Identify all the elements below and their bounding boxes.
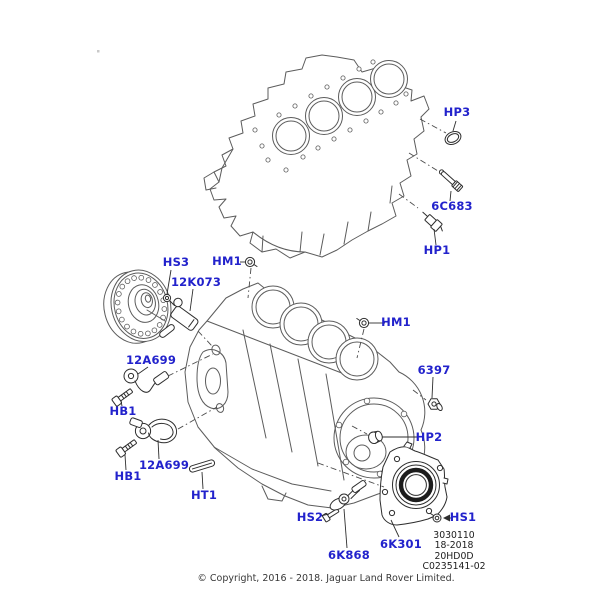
- callout-hs1[interactable]: HS1: [449, 510, 477, 524]
- engine-block-top-illustration: [203, 54, 430, 259]
- part-tube-6k868: [329, 480, 367, 511]
- callout-hm1-right[interactable]: HM1: [381, 315, 411, 329]
- arrowhead: [443, 514, 450, 522]
- part-sensor-hp1: [422, 211, 443, 232]
- drawing-reference-block: 3030110 18-2018 20HD0D C0235141-02: [410, 530, 498, 573]
- callout-hs3[interactable]: HS3: [162, 255, 190, 269]
- part-dowel-ht1: [188, 459, 216, 473]
- part-sensor-12k073: [159, 297, 199, 338]
- callout-hp1[interactable]: HP1: [423, 243, 451, 257]
- part-screw-hs1: [430, 513, 450, 523]
- callout-ht1[interactable]: HT1: [190, 488, 218, 502]
- part-bolt-hm1-top: [244, 256, 258, 268]
- callout-12k073[interactable]: 12K073: [170, 275, 222, 289]
- part-seal-plate-6k301: [379, 441, 449, 526]
- part-bolt-hm1-right: [356, 317, 370, 329]
- drive-plate-illustration: [103, 269, 172, 344]
- part-bolt-hb1-lower: [115, 439, 137, 458]
- part-plug-6397: [427, 398, 443, 411]
- corner-mark: [97, 50, 100, 53]
- part-seal-hp3: [444, 130, 462, 146]
- callout-hs2[interactable]: HS2: [296, 510, 324, 524]
- part-bolt-hb1-upper: [111, 388, 133, 407]
- callout-hb1-upper[interactable]: HB1: [109, 404, 137, 418]
- part-stud-6c683: [438, 169, 464, 192]
- drawing-model-code: 20HD0D: [434, 550, 474, 562]
- part-sensor-12a699-lower: [129, 417, 178, 444]
- reference-lines: [146, 118, 447, 488]
- callout-6k868[interactable]: 6K868: [328, 548, 370, 562]
- callout-6k301[interactable]: 6K301: [380, 537, 422, 551]
- drawing-number: 3030110: [433, 530, 475, 541]
- leader-lines: [120, 120, 457, 549]
- engine-block-main-illustration: [184, 282, 426, 509]
- callout-6c683[interactable]: 6C683: [431, 199, 473, 213]
- callout-hp3[interactable]: HP3: [443, 105, 471, 119]
- callout-6397[interactable]: 6397: [417, 363, 451, 377]
- callout-hp2[interactable]: HP2: [415, 430, 443, 444]
- callout-12a699-upper[interactable]: 12A699: [125, 353, 177, 367]
- part-screw-hs2: [322, 508, 340, 523]
- copyright-notice: © Copyright, 2016 - 2018. Jaguar Land Ro…: [197, 573, 455, 584]
- drawing-revision-code: C0235141-02: [422, 561, 486, 573]
- callout-hm1-top[interactable]: HM1: [212, 254, 242, 268]
- callout-12a699-lower[interactable]: 12A699: [138, 458, 190, 472]
- part-sensor-12a699-upper: [123, 368, 170, 393]
- drawing-date-code: 18-2018: [434, 540, 474, 552]
- part-screw-hs3: [162, 293, 175, 306]
- part-plug-hp2: [368, 430, 383, 445]
- callout-hb1-lower[interactable]: HB1: [114, 469, 142, 483]
